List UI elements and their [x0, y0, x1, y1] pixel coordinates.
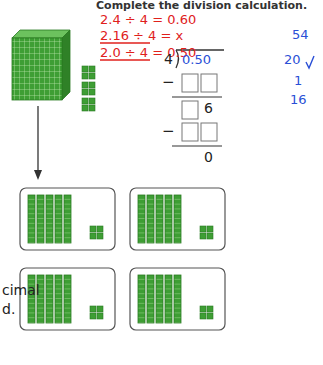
minus-sign: −	[162, 74, 175, 91]
handwritten-note: d.	[2, 302, 15, 317]
instruction-title: Complete the division calculation.	[96, 0, 307, 12]
handwritten-number: 20	[284, 53, 301, 67]
digit: 0	[204, 150, 213, 165]
handwritten-note: 2.0 ÷ 4 = 0.50	[100, 46, 196, 60]
digit: 6	[204, 101, 213, 116]
handwritten-number: 16	[290, 93, 307, 107]
handwritten-note: 2.4 ÷ 4 = 0.60	[100, 13, 196, 27]
handwritten-number: 54	[292, 28, 309, 42]
handwritten-number: 1	[294, 74, 302, 88]
handwritten-note: cimal	[2, 283, 40, 298]
divisor: 4	[164, 52, 173, 67]
dividend: 0.50	[182, 53, 211, 67]
handwritten-note: 2.16 ÷ 4 = x	[100, 29, 183, 43]
minus-sign: −	[162, 123, 175, 140]
